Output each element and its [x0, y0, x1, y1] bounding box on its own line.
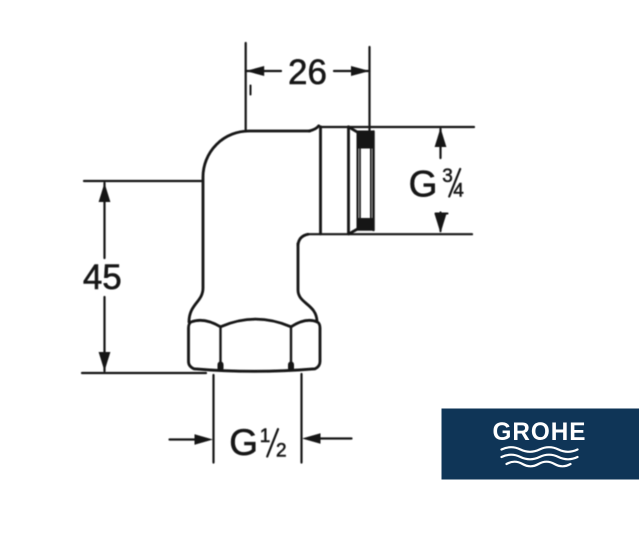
dim-height-arrow-down [98, 352, 111, 371]
outlet-collar [319, 125, 359, 236]
inlet-fraction-slash [266, 428, 280, 458]
logo-wave-2 [500, 453, 579, 461]
dim-width-arrow-left [245, 66, 265, 76]
body-left-outline [187, 129, 312, 324]
thread-outlet-denominator: 4 [453, 180, 464, 201]
inlet-arrow-left [194, 434, 213, 445]
thread-outlet-label: G 3 4 [408, 163, 464, 205]
outlet-arrow-up [434, 128, 447, 147]
dim-width-label: 26 [288, 53, 327, 92]
dim-thread-outlet [306, 125, 476, 236]
thread-inlet-letter: G [229, 422, 258, 463]
thread-inlet-denominator: 2 [276, 441, 287, 462]
dimension-labels: 26 45 G 3 4 G 1 2 [83, 53, 465, 464]
logo-waves [500, 446, 579, 468]
thread-inlet-numerator: 1 [260, 426, 271, 447]
thread-outlet-numerator: 3 [442, 166, 453, 187]
thread-end [356, 130, 375, 232]
thread-seal-bottom [357, 218, 373, 231]
dim-height-label: 45 [83, 258, 122, 297]
body-right-outline [296, 242, 319, 324]
logo-wordmark: GROHE [493, 418, 587, 446]
grohe-logo: GROHE [441, 408, 639, 480]
outlet-bottom-fillet [296, 232, 310, 247]
hex-nut [187, 317, 322, 373]
dim-width [244, 41, 371, 133]
hex-nut-outline [187, 317, 322, 373]
dim-thread-inlet [168, 372, 353, 464]
technical-drawing [80, 41, 476, 464]
elbow-fitting-outline [187, 124, 375, 373]
thread-outlet-letter: G [409, 163, 438, 204]
thread-seal-top [357, 130, 373, 149]
logo-wave-3 [505, 460, 572, 468]
logo-box [441, 408, 639, 480]
outlet-fraction-slash [448, 167, 462, 198]
inlet-arrow-right [302, 433, 321, 444]
dim-height [80, 179, 208, 375]
dim-height-arrow-up [98, 183, 111, 202]
thread-inlet-label: G 1 2 [229, 422, 287, 464]
dim-width-arrow-right [351, 66, 370, 76]
outlet-arrow-down [434, 214, 447, 233]
collar-chamfer-bottom [347, 227, 359, 236]
logo-wave-1 [500, 446, 579, 453]
outlet-top-fillet [307, 124, 321, 133]
